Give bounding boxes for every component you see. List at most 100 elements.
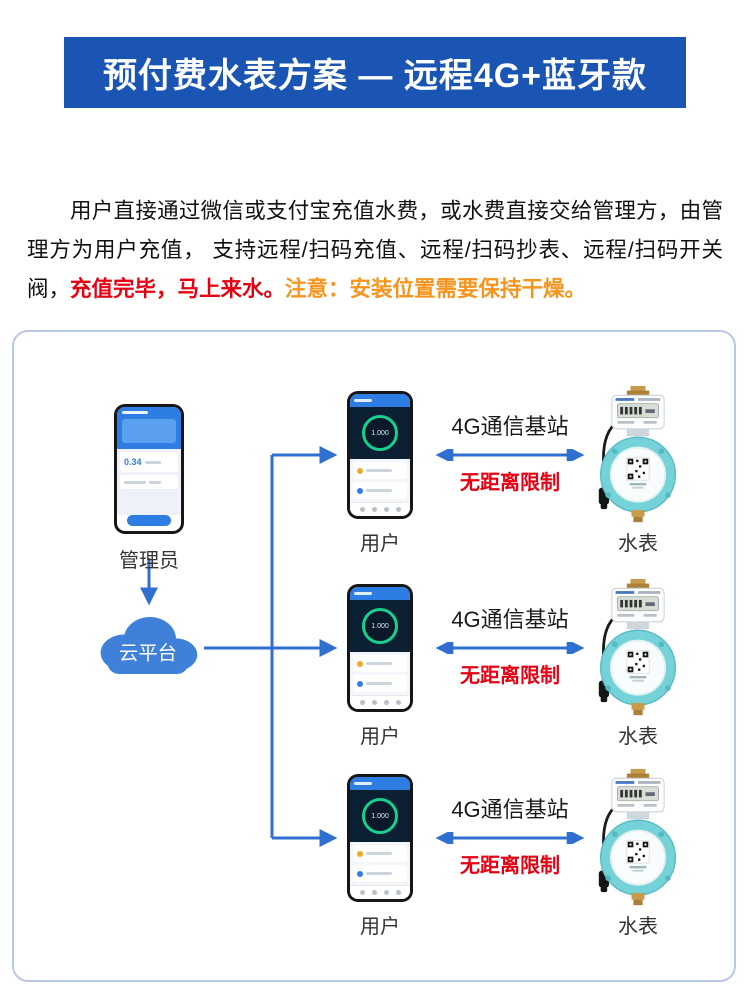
admin-reading-card: 0.34: [120, 452, 178, 472]
decor-nav-dot: [383, 507, 389, 512]
user-dial-panel: 1.000: [350, 407, 410, 459]
decor-nav-dot: [383, 890, 389, 895]
double-arrow-icon: [435, 449, 585, 461]
decor-bar: [124, 480, 146, 484]
page-title-banner: 预付费水表方案 — 远程4G+蓝牙款: [64, 37, 686, 108]
meter-label: 水表: [618, 916, 658, 938]
link-note: 无距离限制: [460, 855, 560, 877]
diagram-row: 1.000 用户 4G通信基站 无距离限制: [344, 385, 726, 555]
decor-nav-dot: [371, 507, 377, 512]
water-meter-icon: [598, 385, 677, 523]
link-group: 4G通信基站 无距离限制: [428, 792, 592, 878]
admin-phone-screen: 0.34: [117, 407, 181, 531]
user-label: 用户: [360, 916, 400, 938]
admin-phone: 0.34: [114, 404, 184, 534]
double-arrow-icon: [435, 832, 585, 844]
link-note: 无距离限制: [460, 472, 560, 494]
admin-reading-value: 0.34: [124, 456, 142, 467]
app-card: [353, 675, 407, 692]
user-app-navbar: [350, 885, 410, 899]
decor-nav-dot: [371, 890, 377, 895]
cloud-label: 云平台: [119, 643, 177, 665]
app-card: [353, 482, 407, 499]
decor-bar: [366, 682, 392, 685]
water-meter-icon: [598, 768, 677, 906]
user-phone-screen: 1.000: [350, 394, 410, 516]
link-note: 无距离限制: [460, 665, 560, 687]
user-app-header: [350, 394, 410, 407]
decor-nav-dot: [359, 700, 365, 705]
user-app-header: [350, 777, 410, 790]
user-app-body: [350, 652, 410, 695]
decor-nav-dot: [359, 507, 365, 512]
user-dial-panel: 1.000: [350, 600, 410, 652]
decor-dot: [357, 660, 363, 667]
admin-info-card: [120, 475, 178, 489]
decor-nav-dot: [359, 890, 365, 895]
decor-bar: [366, 489, 392, 492]
decor-bar: [144, 460, 161, 464]
decor-banner-card: [122, 419, 176, 443]
user-phone: 1.000: [347, 584, 413, 712]
link-title: 4G通信基站: [451, 414, 569, 439]
diagram-row: 1.000 用户 4G通信基站 无距离限制: [344, 768, 726, 938]
decor-title-bar: [354, 592, 372, 595]
decor-dot: [357, 870, 363, 877]
user-app-body: [350, 459, 410, 502]
app-card: [353, 845, 407, 862]
user-phone-screen: 1.000: [350, 587, 410, 709]
page-title: 预付费水表方案 — 远程4G+蓝牙款: [102, 57, 648, 95]
double-arrow-icon: [435, 642, 585, 654]
decor-nav-dot: [383, 700, 389, 705]
user-label: 用户: [360, 533, 400, 555]
decor-bar: [366, 852, 392, 855]
water-meter-icon: [598, 578, 677, 716]
decor-bar: [366, 662, 392, 665]
meter-label: 水表: [618, 726, 658, 748]
decor-bar: [366, 469, 392, 472]
user-dial-panel: 1.000: [350, 790, 410, 842]
link-group: 4G通信基站 无距离限制: [428, 602, 592, 688]
meter-reading-dial: 1.000: [362, 415, 398, 451]
decor-title-bar: [354, 782, 372, 785]
link-title: 4G通信基站: [451, 797, 569, 822]
diagram-row: 1.000 用户 4G通信基站 无距离限制: [344, 578, 726, 748]
diagram-box: 0.34 管理员 云平台 1.00: [12, 330, 736, 982]
user-phone: 1.000: [347, 391, 413, 519]
user-app-body: [350, 842, 410, 885]
user-phone-screen: 1.000: [350, 777, 410, 899]
cloud-icon: 云平台: [100, 617, 198, 675]
intro-text-warning-orange: 注意：安装位置需要保持干燥。: [285, 276, 587, 301]
decor-dot: [357, 467, 363, 474]
meter-reading-dial: 1.000: [362, 798, 398, 834]
decor-nav-dot: [371, 700, 377, 705]
intro-text-highlight-red: 充值完毕，马上来水。: [70, 276, 286, 301]
decor-title-bar: [354, 399, 372, 402]
decor-nav-dot: [395, 700, 401, 705]
link-group: 4G通信基站 无距离限制: [428, 409, 592, 495]
decor-bar: [149, 480, 161, 484]
decor-title-bar: [122, 411, 148, 414]
admin-app-header: [117, 407, 181, 449]
admin-app-body: 0.34: [117, 449, 181, 515]
app-card: [353, 462, 407, 479]
decor-primary-button: [127, 515, 171, 526]
user-app-navbar: [350, 695, 410, 709]
meter-label: 水表: [618, 533, 658, 555]
user-phone: 1.000: [347, 774, 413, 902]
decor-dot: [357, 850, 363, 857]
intro-paragraph: 用户直接通过微信或支付宝充值水费，或水费直接交给管理方，由管理方为用户充值， 支…: [27, 192, 723, 309]
app-card: [353, 655, 407, 672]
intro-text-main: 用户直接通过微信或支付宝充值水费，或水费直接交给管理方，由管理方为用户充值， 支…: [27, 198, 723, 301]
user-app-navbar: [350, 502, 410, 516]
decor-bar: [366, 872, 392, 875]
app-card: [353, 865, 407, 882]
user-app-header: [350, 587, 410, 600]
user-label: 用户: [360, 726, 400, 748]
decor-dot: [357, 487, 363, 494]
meter-reading-dial: 1.000: [362, 608, 398, 644]
admin-label: 管理员: [119, 550, 179, 572]
decor-dot: [357, 680, 363, 687]
decor-nav-dot: [395, 890, 401, 895]
link-title: 4G通信基站: [451, 607, 569, 632]
